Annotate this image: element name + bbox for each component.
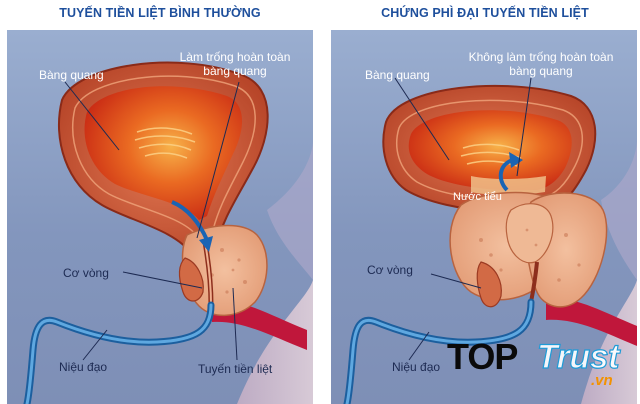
normal-prostate-illustration: Bàng quang Làm trống hoàn toàn bàng quan… — [7, 30, 313, 404]
watermark-trust-text: Trust — [536, 337, 620, 376]
complete-emptying-label-line2: bàng quang — [203, 64, 267, 78]
enlarged-anatomy-drawing — [331, 30, 637, 404]
urethra-label: Niệu đạo — [392, 360, 441, 374]
urine-label: Nước tiểu — [453, 191, 502, 203]
complete-emptying-label-line1: Làm trống hoàn toàn — [179, 50, 291, 64]
sphincter-label: Cơ vòng — [367, 263, 413, 277]
enlarged-prostate-illustration: Bàng quang Không làm trống hoàn toàn bàn… — [331, 30, 637, 404]
watermark-vn-text: .vn — [591, 372, 613, 389]
incomplete-emptying-label-line2: bàng quang — [509, 64, 573, 78]
bladder-label: Bàng quang — [365, 68, 430, 82]
watermark-top-text: TOP — [447, 336, 518, 377]
left-panel-title: TUYẾN TIỀN LIỆT BÌNH THƯỜNG — [59, 6, 261, 20]
incomplete-emptying-label-line1: Không làm trống hoàn toàn — [468, 50, 614, 64]
bladder-label: Bàng quang — [39, 68, 104, 82]
toptrust-watermark-logo: TOP Trust .vn — [447, 334, 633, 396]
normal-anatomy-drawing — [7, 30, 313, 404]
urethra-label: Niệu đạo — [59, 360, 108, 374]
right-panel-title: CHỨNG PHÌ ĐẠI TUYẾN TIỀN LIỆT — [381, 6, 589, 20]
prostate-label: Tuyến tiền liệt — [198, 362, 273, 376]
sphincter-label: Cơ vòng — [63, 266, 109, 280]
